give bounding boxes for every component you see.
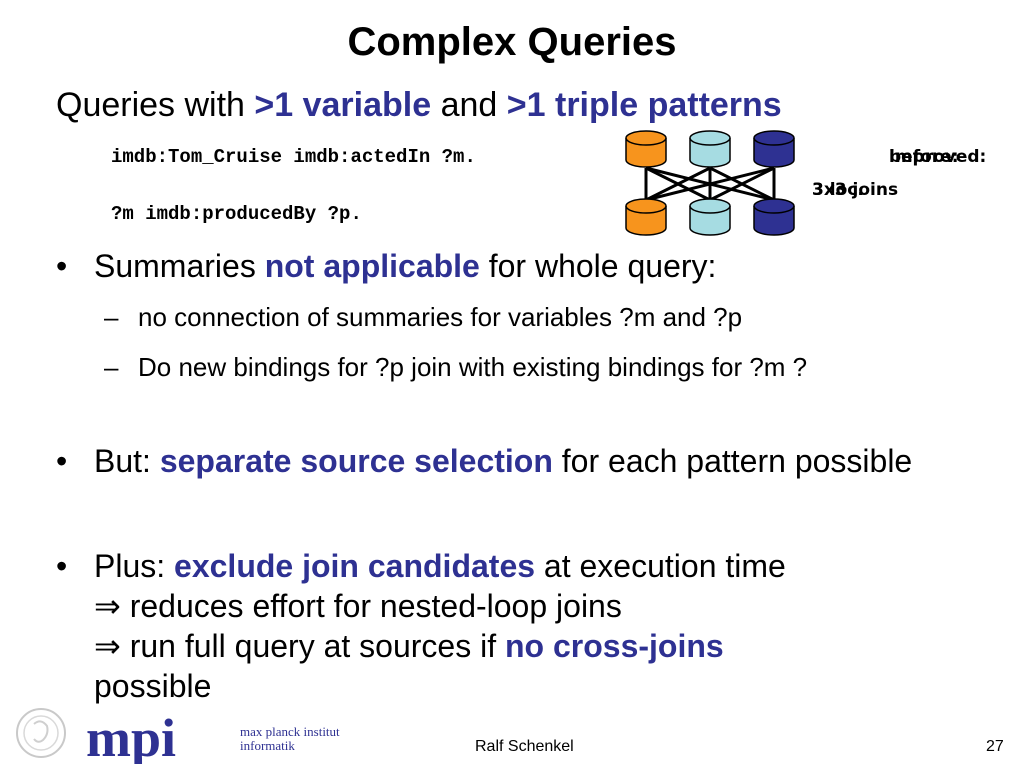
bullet-plus-post: at execution time <box>535 548 786 584</box>
mpi-logo-wordmark: mpi <box>86 708 176 764</box>
slide-subtitle: Queries with >1 variable and >1 triple p… <box>56 86 782 125</box>
mpi-logo: mpi max planck institut informatik <box>16 708 340 764</box>
source-cylinder-lightblue-bottom <box>689 198 731 236</box>
bullet-plus-pre: Plus: <box>94 548 175 584</box>
diagram-label-before: before: <box>889 147 959 167</box>
bullet-dot: • <box>56 548 68 584</box>
bullet-summaries-highlight: not applicable <box>264 248 480 284</box>
subbullet-dash: – <box>104 352 119 382</box>
bullet-dot: • <box>56 248 68 284</box>
implies-arrow-icon: ⇒ <box>94 588 121 624</box>
diagram-label-improved: improved: <box>889 147 987 167</box>
page-number: 27 <box>986 738 1004 755</box>
mpi-logo-line2: informatik <box>240 738 295 753</box>
bullet-plus-arrow2-pre: run full query at sources if <box>120 628 505 664</box>
source-cylinder-orange-top <box>625 130 667 168</box>
bullet-summaries-post: for whole query: <box>479 248 717 284</box>
source-cylinder-navy-top <box>753 130 795 168</box>
bullet-summaries-pre: Summaries <box>94 248 265 284</box>
diagram-label-joins: 3x3 joins <box>812 180 899 200</box>
slide-title: Complex Queries <box>347 20 677 64</box>
subbullet-no-connection-text: no connection of summaries for variables… <box>138 302 743 332</box>
subtitle-mid: and <box>431 86 507 124</box>
source-join-diagram <box>625 130 795 236</box>
subbullet-dash: – <box>104 302 119 332</box>
source-cylinder-navy-bottom <box>753 198 795 236</box>
bullet-plus-arrow2-post: possible <box>94 668 212 704</box>
diagram-label-locations: 3 loc. <box>812 180 864 200</box>
join-lines <box>644 166 776 202</box>
subtitle-highlight-variable: >1 variable <box>254 86 432 124</box>
minerva-seal-icon <box>16 708 66 758</box>
footer-author: Ralf Schenkel <box>475 738 574 755</box>
mpi-logo-line1: max planck institut <box>240 724 340 739</box>
bullet-plus-arrow1: reduces effort for nested-loop joins <box>120 588 622 624</box>
source-cylinder-orange-bottom <box>625 198 667 236</box>
query-triple-2: ?m imdb:producedBy ?p. <box>111 203 362 225</box>
subtitle-prefix: Queries with <box>56 86 255 124</box>
bullet-but-pre: But: <box>94 443 160 479</box>
implies-arrow-icon: ⇒ <box>94 628 121 664</box>
bullet-but-highlight: separate source selection <box>159 443 553 479</box>
source-cylinder-lightblue-top <box>689 130 731 168</box>
subtitle-highlight-patterns: >1 triple patterns <box>506 86 782 124</box>
query-triple-1: imdb:Tom_Cruise imdb:actedIn ?m. <box>111 146 476 168</box>
bullet-dot: • <box>56 443 68 479</box>
bullet-plus-highlight: exclude join candidates <box>174 548 536 584</box>
subbullet-new-bindings-text: Do new bindings for ?p join with existin… <box>138 352 808 382</box>
bullet-but-post: for each pattern possible <box>552 443 913 479</box>
bullet-plus-arrow2-highlight: no cross-joins <box>504 628 724 664</box>
